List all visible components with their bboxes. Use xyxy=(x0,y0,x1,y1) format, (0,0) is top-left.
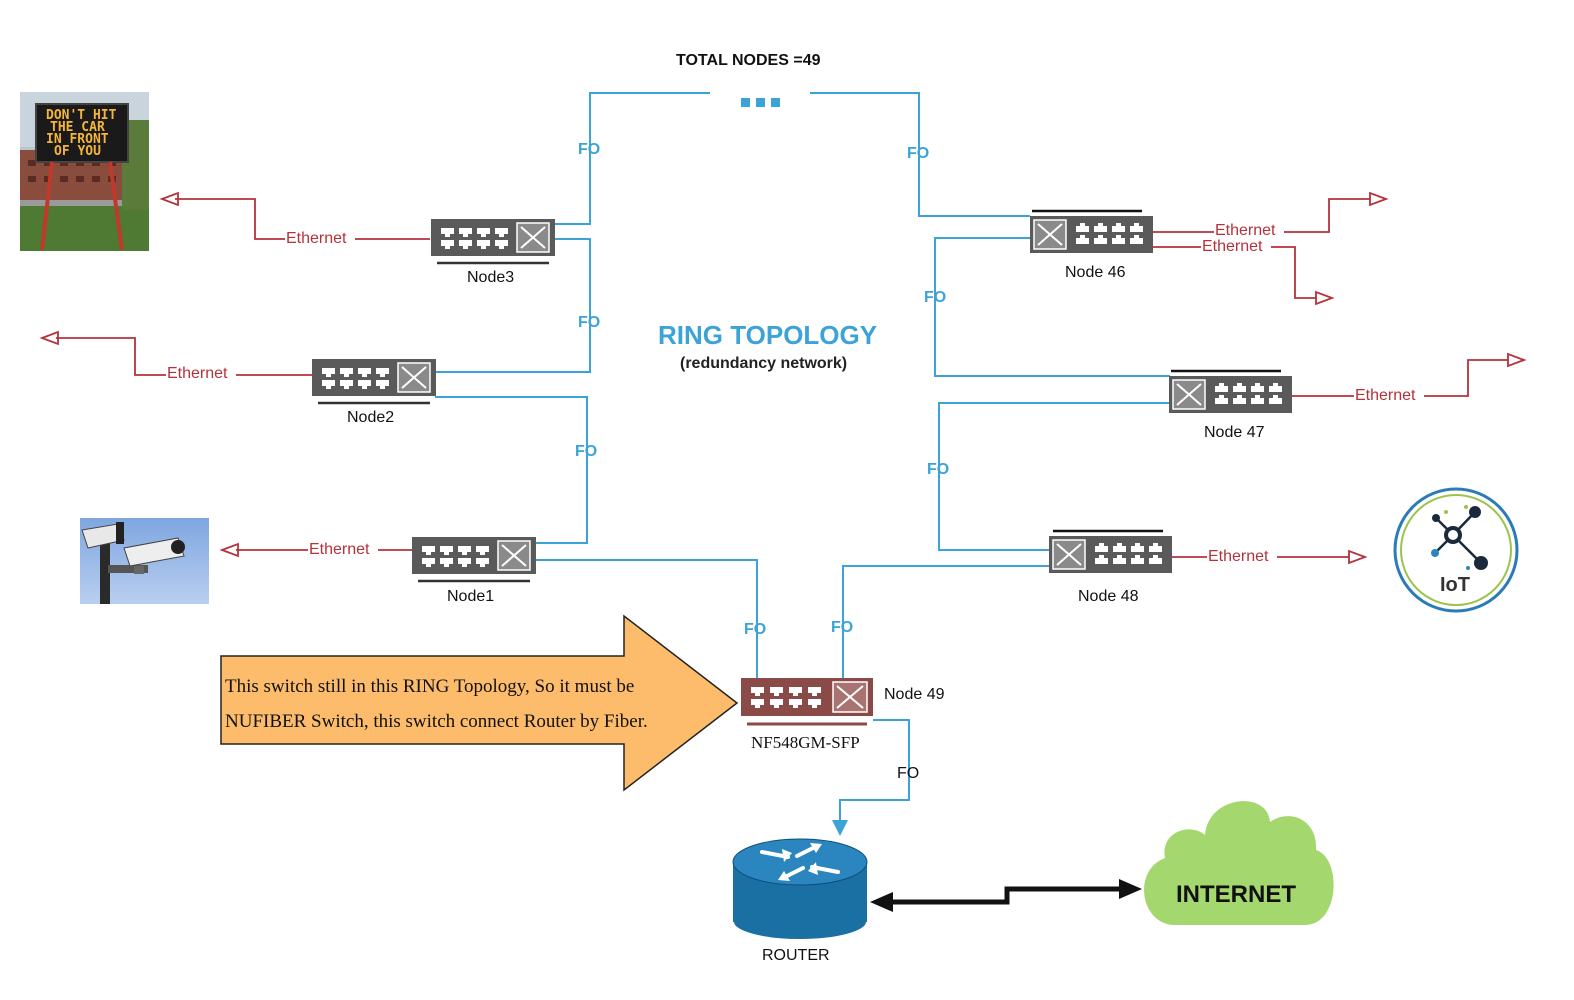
node48-label: Node 48 xyxy=(1078,588,1139,605)
node49-model-label: NF548GM-SFP xyxy=(751,733,860,752)
node1-label: Node1 xyxy=(447,588,494,605)
ethernet-label: Ethernet xyxy=(286,230,347,247)
ethernet-label: Ethernet xyxy=(1215,222,1276,239)
fo-label: FO xyxy=(578,314,600,331)
switch-node48[interactable] xyxy=(1049,529,1172,573)
ethernet-label: Ethernet xyxy=(1208,548,1269,565)
traffic-sign-image: DON'T HIT THE CAR IN FRONT OF YOU xyxy=(20,92,149,251)
iot-icon[interactable] xyxy=(1393,487,1519,613)
switch-node49[interactable] xyxy=(741,678,873,726)
internet-label: INTERNET xyxy=(1176,881,1296,908)
switch-node46[interactable] xyxy=(1030,209,1153,253)
node49-label: Node 49 xyxy=(884,686,945,703)
switch-node47[interactable] xyxy=(1169,369,1292,413)
node3-label: Node3 xyxy=(467,269,514,286)
fo-label: FO xyxy=(907,145,929,162)
callout-text-line2: NUFIBER Switch, this switch connect Rout… xyxy=(225,711,648,732)
total-nodes-heading: TOTAL NODES =49 xyxy=(676,52,821,69)
sign-line-2: THE CAR xyxy=(50,120,105,135)
sign-line-3: IN FRONT xyxy=(46,132,109,147)
sign-line-1: DON'T HIT xyxy=(46,108,117,123)
callout-arrow: This switch still in this RING Topology,… xyxy=(220,614,739,792)
node46-label: Node 46 xyxy=(1065,264,1126,281)
cctv-camera-image xyxy=(80,518,209,604)
ethernet-links xyxy=(39,191,1527,565)
sign-line-4: OF YOU xyxy=(54,144,101,159)
fo-label: FO xyxy=(927,461,949,478)
callout-text-line1: This switch still in this RING Topology,… xyxy=(225,676,634,697)
iot-label: IoT xyxy=(1440,574,1470,596)
ethernet-label: Ethernet xyxy=(1202,238,1263,255)
fiber-links xyxy=(435,92,1170,836)
ring-topology-subtitle: (redundancy network) xyxy=(680,355,847,372)
router-internet-link xyxy=(870,879,1142,912)
ring-topology-title: RING TOPOLOGY xyxy=(658,320,877,350)
ethernet-label: Ethernet xyxy=(309,541,370,558)
router-icon[interactable] xyxy=(732,838,868,941)
router-label: ROUTER xyxy=(762,947,830,964)
switch-node2[interactable] xyxy=(312,359,436,405)
fo-label: FO xyxy=(924,289,946,306)
ethernet-label: Ethernet xyxy=(1355,387,1416,404)
fo-label: FO xyxy=(831,619,853,636)
switch-node3[interactable] xyxy=(431,219,555,265)
node47-label: Node 47 xyxy=(1204,424,1265,441)
node2-label: Node2 xyxy=(347,409,394,426)
internet-cloud-icon[interactable] xyxy=(1144,801,1334,925)
switch-node1[interactable] xyxy=(412,537,536,583)
ethernet-label: Ethernet xyxy=(167,365,228,382)
fo-label: FO xyxy=(744,621,766,638)
ring-ellipsis xyxy=(741,98,780,107)
fo-label: FO xyxy=(897,765,919,782)
fo-label: FO xyxy=(578,141,600,158)
fo-label: FO xyxy=(575,443,597,460)
